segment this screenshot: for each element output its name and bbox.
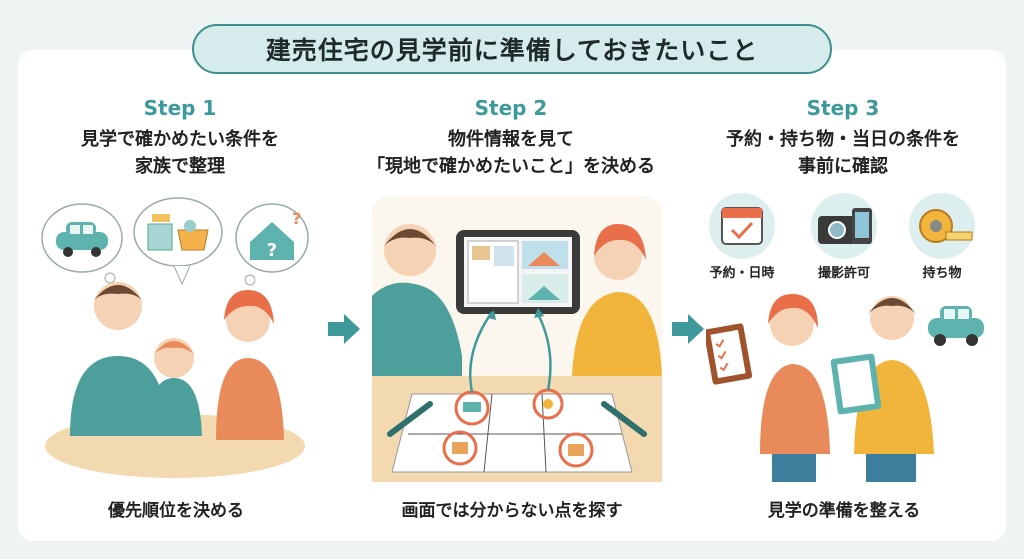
page-title: 建売住宅の見学前に準備しておきたいこと [192, 24, 832, 74]
svg-text:?: ? [267, 240, 277, 261]
calendar-check-icon [709, 193, 775, 259]
step-1-desc-line2: 家族で整理 [135, 156, 225, 177]
step-1-label: Step 1 [143, 96, 217, 120]
tablet-icon [456, 230, 580, 314]
prep-label-reservation: 予約・日時 [709, 266, 775, 281]
step-1-caption: 優先順位を決める [108, 501, 244, 521]
prep-label-photo-permission: 撮影許可 [817, 266, 870, 281]
svg-text:?: ? [292, 209, 301, 228]
woman-with-clipboard [760, 294, 830, 482]
mother-figure [216, 290, 284, 440]
father-figure [70, 282, 168, 436]
next-arrow-icon-2 [672, 314, 704, 344]
house-question-thought-bubble: ? ? [235, 203, 309, 286]
couple-preparing-illustration [706, 294, 984, 482]
step-3-description: 予約・持ち物・当日の条件を 事前に確認 [683, 126, 1003, 180]
child-figure [148, 338, 202, 436]
step-1-description: 見学で確かめたい条件を 家族で整理 [20, 126, 340, 180]
prep-label-belongings: 持ち物 [922, 266, 962, 281]
step-2-desc-line2: 「現地で確かめたいこと」を決める [367, 156, 655, 177]
step-3-label: Step 3 [806, 96, 880, 120]
car-thought-bubble [41, 203, 123, 284]
family-discussion-illustration: ? ? [41, 197, 309, 478]
step-2-label: Step 2 [474, 96, 548, 120]
man-with-clipboard [830, 296, 934, 482]
step-3-caption: 見学の準備を整える [767, 501, 921, 521]
checklist-clipboard-icon [706, 323, 753, 385]
tape-measure-icon [909, 193, 975, 259]
camera-phone-icon [811, 193, 877, 259]
property-review-illustration [372, 196, 662, 482]
car-icon [928, 306, 984, 346]
household-thought-bubble [133, 197, 223, 286]
floor-plan-sheet [391, 388, 633, 473]
step-2-desc-line1: 物件情報を見て [448, 129, 574, 150]
next-arrow-icon [328, 314, 360, 344]
step-3-desc-line1: 予約・持ち物・当日の条件を [726, 129, 960, 150]
man-figure [372, 224, 462, 376]
step-1-desc-line1: 見学で確かめたい条件を [81, 129, 279, 150]
step-3-desc-line2: 事前に確認 [798, 156, 888, 177]
step-2-caption: 画面では分からない点を探す [401, 501, 623, 521]
step-2-description: 物件情報を見て 「現地で確かめたいこと」を決める [351, 126, 671, 180]
woman-figure [572, 224, 662, 376]
